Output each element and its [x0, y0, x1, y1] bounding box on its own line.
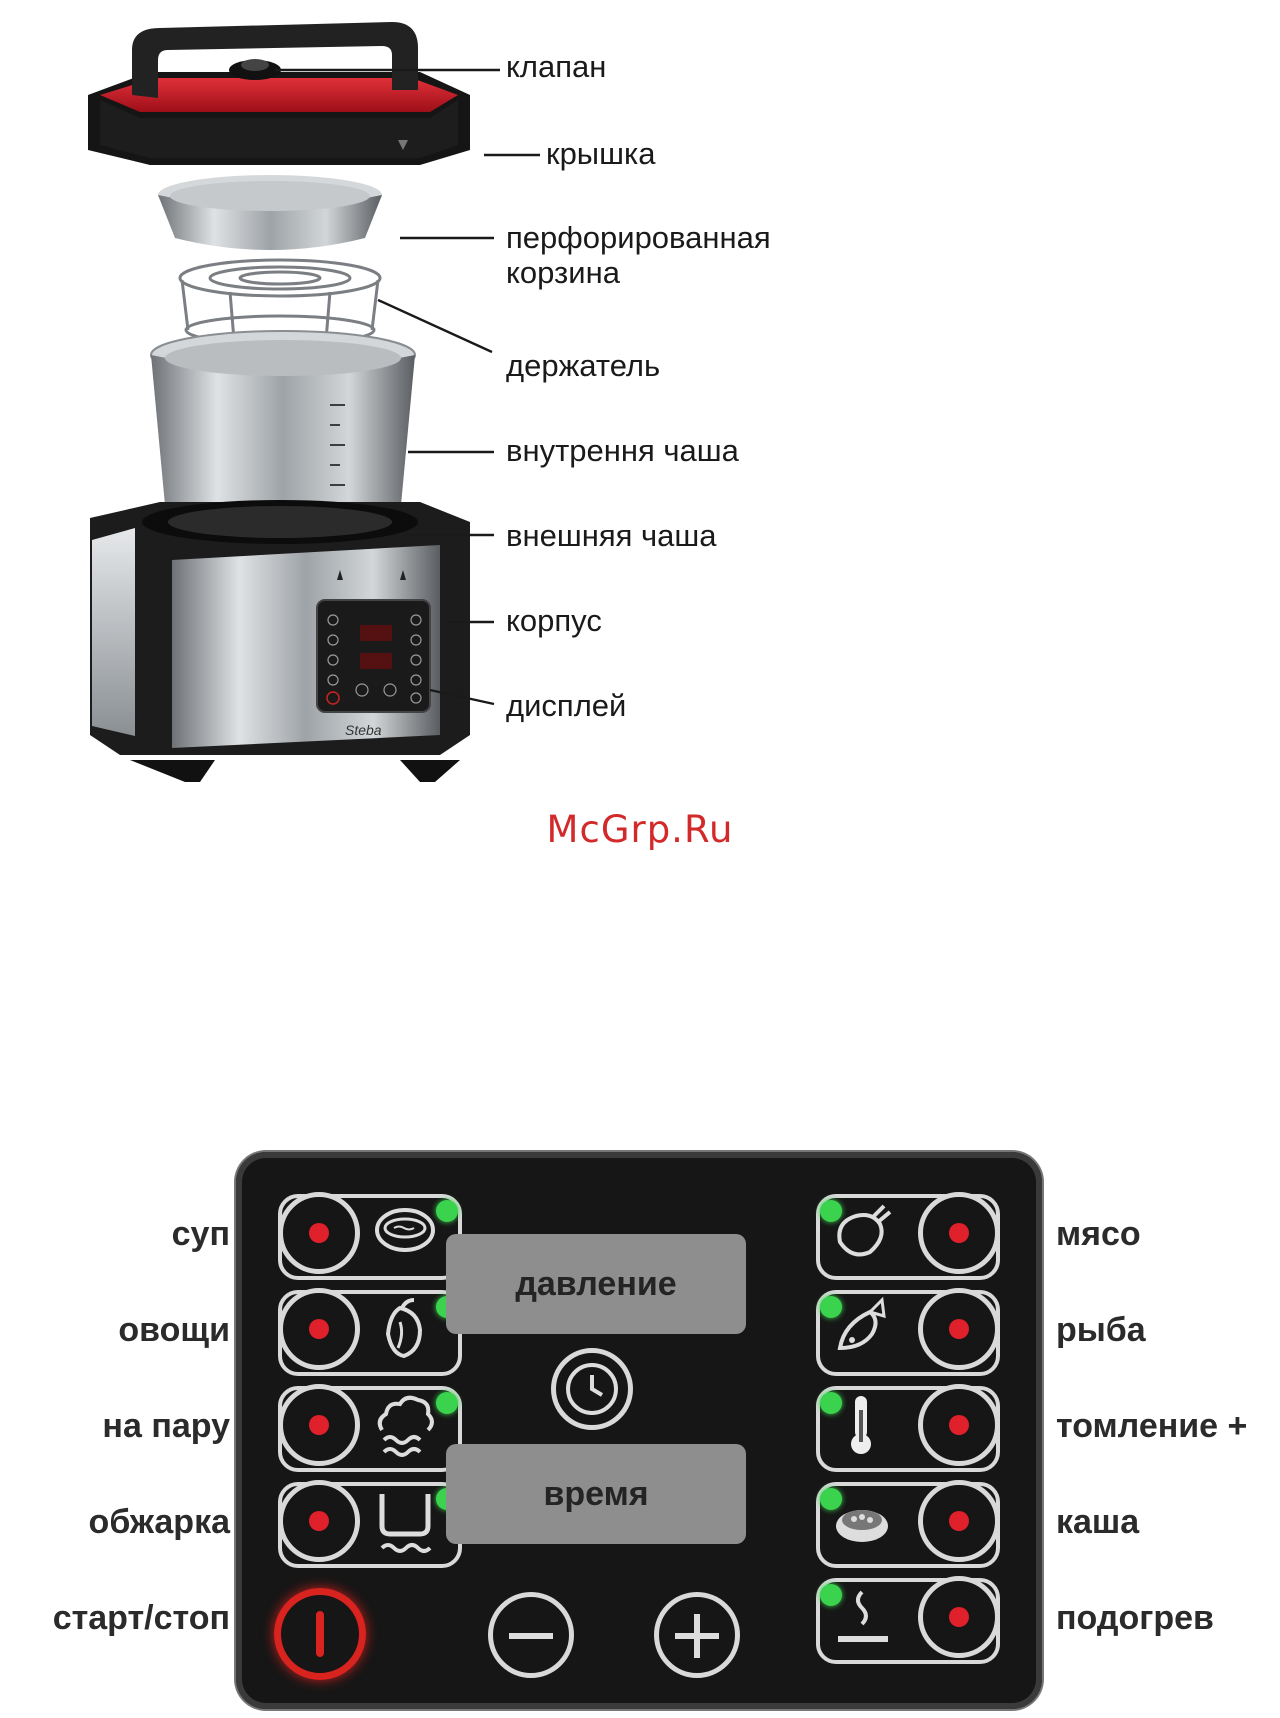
power-icon [316, 1611, 324, 1657]
label-meat: мясо [1056, 1215, 1141, 1254]
fry-pot-icon [370, 1486, 440, 1556]
inner-bowl [151, 331, 415, 523]
clock-button[interactable] [551, 1348, 633, 1430]
pressure-display: давление [446, 1234, 746, 1334]
soup-bowl-icon [370, 1198, 440, 1268]
watermark: McGrp.Ru [0, 808, 1280, 851]
callout-lid: крышка [546, 137, 655, 172]
label-porridge: каша [1056, 1503, 1139, 1542]
fish-icon [826, 1294, 896, 1364]
callout-outer-bowl: внешняя чаша [506, 519, 717, 554]
callout-basket: перфорированная корзина [506, 221, 771, 290]
porridge-button[interactable] [816, 1482, 1000, 1568]
label-soup: суп [0, 1215, 230, 1254]
fry-button[interactable] [278, 1482, 462, 1568]
warming-icon [826, 1582, 896, 1652]
thermometer-icon [826, 1390, 896, 1460]
steam-icon [370, 1390, 440, 1460]
stew-button[interactable] [816, 1386, 1000, 1472]
control-panel: давление время [236, 1152, 1042, 1709]
valve [229, 59, 281, 80]
callout-body: корпус [506, 604, 602, 639]
label-stew: томление + [1056, 1407, 1247, 1446]
soup-button[interactable] [278, 1194, 462, 1280]
chicken-icon [826, 1198, 896, 1268]
fish-button[interactable] [816, 1290, 1000, 1376]
start-stop-button[interactable] [274, 1588, 366, 1680]
plus-button[interactable] [654, 1592, 740, 1678]
label-warming: подогрев [1056, 1599, 1214, 1638]
perforated-basket [158, 175, 382, 250]
brand-logo: Steba [345, 722, 382, 738]
clock-icon [556, 1353, 628, 1425]
label-fish: рыба [1056, 1311, 1146, 1350]
callout-valve: клапан [506, 50, 606, 85]
warming-button[interactable] [816, 1578, 1000, 1664]
exploded-view-diagram: Steba [0, 0, 1280, 820]
label-start-stop: старт/стоп [0, 1599, 230, 1638]
body-display [317, 600, 430, 712]
callout-inner-bowl: внутрення чаша [506, 434, 739, 469]
vegetables-button[interactable] [278, 1290, 462, 1376]
callout-holder: держатель [506, 349, 660, 384]
minus-icon [509, 1633, 553, 1639]
pepper-icon [370, 1294, 440, 1364]
steam-button[interactable] [278, 1386, 462, 1472]
callout-display: дисплей [506, 689, 626, 724]
meat-button[interactable] [816, 1194, 1000, 1280]
label-steam: на пару [0, 1407, 230, 1446]
label-vegetables: овощи [0, 1311, 230, 1350]
time-display: время [446, 1444, 746, 1544]
label-fry: обжарка [0, 1503, 230, 1542]
porridge-icon [826, 1486, 896, 1556]
minus-button[interactable] [488, 1592, 574, 1678]
